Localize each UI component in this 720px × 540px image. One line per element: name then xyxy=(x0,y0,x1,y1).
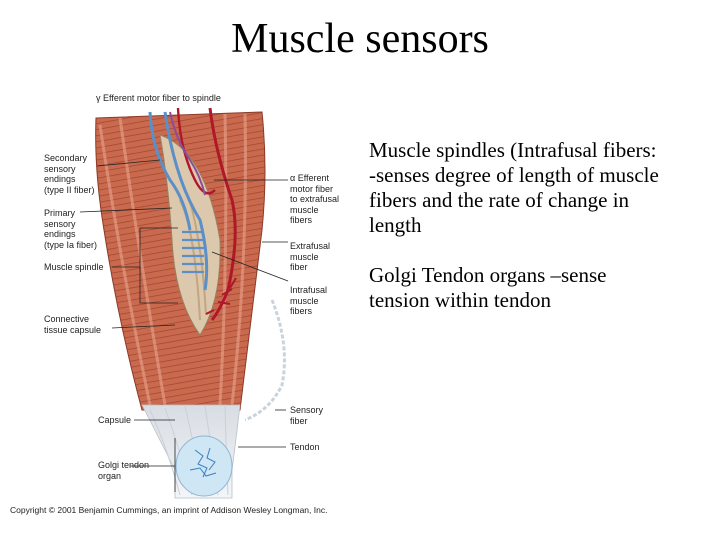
tendon-label: Tendon xyxy=(290,442,320,452)
intrafusal-label: Intrafusal muscle fibers xyxy=(290,285,328,316)
muscle-spindle-line-1: Muscle spindles (Intrafusal fibers: xyxy=(369,138,657,162)
muscle-spindle-line-2: -senses degree of length of muscle xyxy=(369,163,659,187)
golgi-tendon-label: Golgi tendon organ xyxy=(98,460,150,481)
primary-sensory-fiber xyxy=(163,111,209,291)
muscle-spindle-line-4: length xyxy=(369,213,422,237)
primary-endings-label: Primary sensory endings (type Ia fiber) xyxy=(44,208,98,250)
leader-lines xyxy=(79,159,289,492)
secondary-endings-label: Secondary sensory endings (type II fiber… xyxy=(44,153,95,195)
alpha-efferent-fiber xyxy=(208,107,237,321)
alpha-efferent-label: α Efferent motor fiber to extrafusal mus… xyxy=(290,173,340,225)
muscle-spindle-line-3: fibers and the rate of change in xyxy=(369,188,630,212)
purple-fiber xyxy=(169,111,206,196)
golgi-line-1: Golgi Tendon organs –sense xyxy=(369,263,607,287)
golgi-tendon-organ xyxy=(175,435,233,497)
body-text: Muscle spindles (Intrafusal fibers: -sen… xyxy=(369,138,714,313)
muscle-spindle-label: Muscle spindle xyxy=(44,262,104,272)
gamma-efferent-fiber xyxy=(176,107,216,195)
capsule-label: Capsule xyxy=(98,415,132,425)
secondary-sensory-fiber xyxy=(148,111,192,231)
sensory-fiber-out xyxy=(244,299,286,422)
annulospiral-coils xyxy=(182,230,204,274)
slide-title: Muscle sensors xyxy=(231,16,489,62)
golgi-line-2: tension within tendon xyxy=(369,288,551,312)
copyright-text: Copyright © 2001 Benjamin Cummings, an i… xyxy=(10,505,328,515)
connective-capsule-label: Connective tissue capsule xyxy=(44,314,102,335)
motor-endplates xyxy=(205,277,237,315)
sensory-fiber-label: Sensory fiber xyxy=(290,405,324,426)
gamma-efferent-label: γ Efferent motor fiber to spindle xyxy=(96,93,221,103)
extrafusal-label: Extrafusal muscle fiber xyxy=(290,241,331,272)
golgi-fibers xyxy=(189,447,217,478)
muscle-shading xyxy=(98,113,247,406)
